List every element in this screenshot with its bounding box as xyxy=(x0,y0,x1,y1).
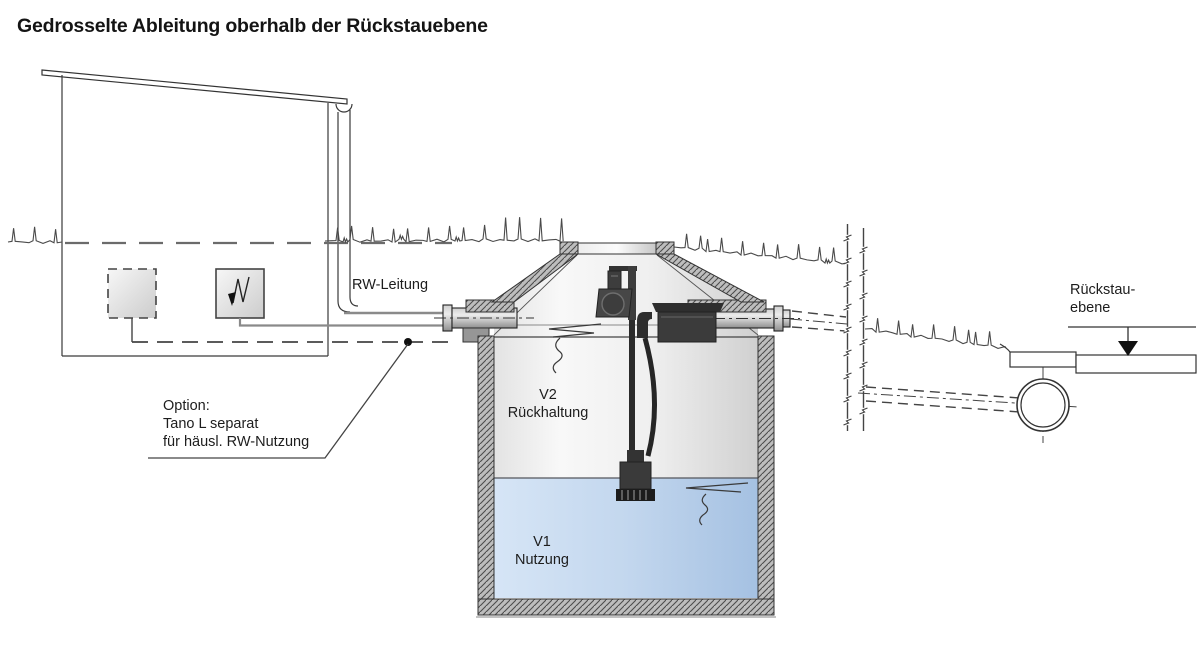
wall-break-icon xyxy=(843,372,852,380)
diagram-title: Gedrosselte Ableitung oberhalb der Rücks… xyxy=(17,15,488,37)
optional-device-box-dashed xyxy=(107,268,157,319)
wall-break-icon xyxy=(859,269,868,277)
collar-block-right xyxy=(655,241,675,255)
sewer-pipe-outer xyxy=(1016,378,1070,432)
wall-break-icon xyxy=(859,338,868,346)
gutter-icon xyxy=(335,103,353,113)
grass-line xyxy=(324,217,564,244)
backflow-level-marker: Rückstau- ebene xyxy=(1068,282,1196,356)
cistern-tank: V2 Rückhaltung V1 Nutzung xyxy=(434,241,848,618)
submersible-pump xyxy=(616,450,655,501)
level-triangle-icon xyxy=(1118,341,1138,356)
wall-break-icon xyxy=(843,395,852,403)
basket-elbow xyxy=(637,312,652,338)
option-leader-line xyxy=(148,343,409,459)
wall-break-icon xyxy=(843,326,852,334)
wall-break-icon xyxy=(843,280,852,288)
wall-break-icon xyxy=(843,349,852,357)
grass-line xyxy=(7,226,63,244)
v2-sublabel: Rückhaltung xyxy=(508,405,589,421)
level-squiggle-water xyxy=(685,482,749,526)
grass-line xyxy=(673,233,847,265)
house xyxy=(41,69,359,357)
option-label-line3: für häusl. RW-Nutzung xyxy=(163,434,309,450)
wall-break-icon xyxy=(859,292,868,300)
collar-block-left xyxy=(559,241,579,255)
wall-break-icon xyxy=(859,361,868,369)
downpipe-left-edge xyxy=(337,112,351,313)
option-annotation: Option: Tano L separat für häusl. RW-Nut… xyxy=(132,338,452,459)
v1-sublabel: Nutzung xyxy=(515,552,569,568)
filter-unit xyxy=(595,266,637,454)
wall-break-icon xyxy=(859,407,868,415)
house-roof xyxy=(41,69,348,105)
option-label-line2: Tano L separat xyxy=(163,416,258,432)
terrain-grass-lines xyxy=(7,217,1007,349)
suction-pipe xyxy=(629,320,635,454)
v1-label: V1 xyxy=(533,534,551,550)
flash-arrowhead-icon xyxy=(228,292,236,306)
wall-break-icon xyxy=(843,418,852,426)
wall-break-icon xyxy=(843,303,852,311)
shoulder-flange-left xyxy=(465,299,515,313)
tank-wall-right xyxy=(757,335,775,600)
sewer-pipe-axis xyxy=(857,392,1079,408)
house-devices xyxy=(107,268,452,342)
boundary-wall xyxy=(843,224,868,431)
option-junction-dot xyxy=(404,338,412,346)
option-label-line1: Option: xyxy=(163,398,210,414)
rw-leitung-label: RW-Leitung xyxy=(352,277,428,293)
drain-pipe-top-edge xyxy=(791,310,847,318)
drain-pipe-bottom-edge xyxy=(791,326,847,332)
rueckstau-label-line1: Rückstau- xyxy=(1070,282,1135,298)
street-surface xyxy=(1075,354,1197,374)
v2-label: V2 xyxy=(539,387,557,403)
drain-pipe-axis xyxy=(789,318,848,325)
rueckstau-label-line2: ebene xyxy=(1070,300,1110,316)
control-cable-line xyxy=(238,318,452,327)
kerb-block xyxy=(1009,351,1077,368)
control-unit-box xyxy=(215,268,265,319)
terrain-kerb-transition xyxy=(999,343,1011,353)
wall-break-icon xyxy=(843,234,852,242)
wall-break-icon xyxy=(859,315,868,323)
intake-basket xyxy=(637,303,724,457)
level-squiggle-top xyxy=(548,323,602,374)
grass-line xyxy=(864,318,1007,349)
wall-break-icon xyxy=(859,384,868,392)
filter-port-icon xyxy=(601,292,625,316)
sewer-pipe-inner xyxy=(1020,382,1066,428)
wall-break-icon xyxy=(843,257,852,265)
tank-base-slab xyxy=(477,598,775,616)
sewer-pipe-top-edge xyxy=(865,386,1021,399)
wall-break-icon xyxy=(859,246,868,254)
sewer-pipe-bottom-edge xyxy=(865,400,1021,413)
downpipe-right-edge xyxy=(349,110,359,307)
flash-arrow-icon xyxy=(232,276,250,304)
tank-lid xyxy=(577,242,657,255)
pump-hose xyxy=(642,337,657,457)
sewer-connection xyxy=(857,367,1079,443)
tank-wall-left xyxy=(477,335,495,600)
